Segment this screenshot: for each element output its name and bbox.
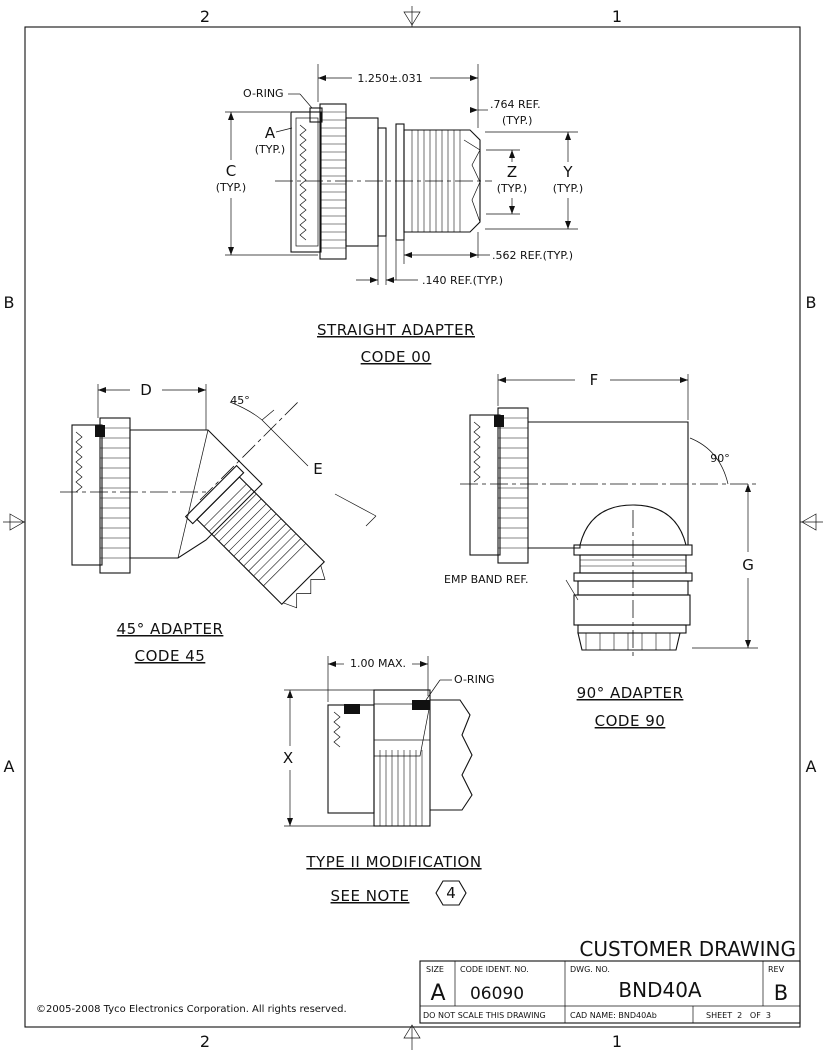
label-d: D xyxy=(140,381,152,399)
zone-top-2: 2 xyxy=(200,7,210,26)
dwg-no-value: BND40A xyxy=(618,978,702,1002)
label-a: A xyxy=(265,124,276,142)
adapter-90-title: 90° ADAPTER xyxy=(577,684,684,702)
dim-764-typ: (TYP.) xyxy=(502,114,532,127)
cad-name: CAD NAME: BND40Ab xyxy=(570,1011,657,1020)
size-label: SIZE xyxy=(426,965,444,974)
label-y: Y xyxy=(562,163,573,181)
label-z: Z xyxy=(507,163,517,181)
straight-adapter-title: STRAIGHT ADAPTER xyxy=(317,321,475,339)
code-ident-label: CODE IDENT. NO. xyxy=(460,965,529,974)
dim-140-ref: .140 REF.(TYP.) xyxy=(422,274,503,287)
type2-drawing xyxy=(284,656,473,827)
do-not-scale: DO NOT SCALE THIS DRAWING xyxy=(423,1011,546,1020)
adapter-45-code: CODE 45 xyxy=(135,647,206,665)
dim-straight-length: 1.250±.031 xyxy=(357,72,422,85)
label-a-typ: (TYP.) xyxy=(255,143,285,156)
oring-label-type2: O-RING xyxy=(454,673,495,686)
size-value: A xyxy=(430,981,445,1006)
type2-title: TYPE II MODIFICATION xyxy=(305,853,481,871)
straight-adapter-drawing xyxy=(225,64,578,285)
zone-right-b: B xyxy=(806,293,817,312)
label-f: F xyxy=(590,371,599,389)
sheet-number: SHEET 2 OF 3 xyxy=(706,1011,771,1020)
zone-left-a: A xyxy=(4,757,15,776)
adapter-45-title: 45° ADAPTER xyxy=(117,620,224,638)
note-number: 4 xyxy=(446,884,456,902)
adapter-90-code: CODE 90 xyxy=(595,712,666,730)
zone-right-a: A xyxy=(806,757,817,776)
customer-drawing-label: CUSTOMER DRAWING xyxy=(579,937,796,961)
label-e: E xyxy=(313,460,322,478)
copyright: ©2005-2008 Tyco Electronics Corporation.… xyxy=(36,1004,347,1015)
zone-bottom-1: 1 xyxy=(612,1032,622,1051)
centering-arrow-top xyxy=(403,6,421,27)
centering-arrow-right xyxy=(800,513,823,531)
label-g: G xyxy=(742,556,754,574)
see-note: SEE NOTE xyxy=(331,887,410,905)
zone-bottom-2: 2 xyxy=(200,1032,210,1051)
dim-562-ref: .562 REF.(TYP.) xyxy=(492,249,573,262)
code-ident-value: 06090 xyxy=(470,984,524,1004)
angle-90: 90° xyxy=(710,452,730,465)
label-y-typ: (TYP.) xyxy=(553,182,583,195)
rev-value: B xyxy=(774,981,788,1005)
zone-top-1: 1 xyxy=(612,7,622,26)
emp-band-ref: EMP BAND REF. xyxy=(444,573,529,586)
note-hexagon xyxy=(435,880,467,906)
adapter-45-drawing xyxy=(60,384,377,609)
adapter-90-drawing xyxy=(460,374,760,660)
dwg-no-label: DWG. NO. xyxy=(570,965,610,974)
rev-label: REV xyxy=(768,965,785,974)
dim-max: 1.00 MAX. xyxy=(350,657,406,670)
centering-arrow-left xyxy=(3,513,25,531)
straight-adapter-code: CODE 00 xyxy=(361,348,432,366)
dim-764-ref: .764 REF. xyxy=(490,98,541,111)
angle-45: 45° xyxy=(230,394,250,407)
zone-left-b: B xyxy=(4,293,15,312)
drawing-border xyxy=(24,26,801,1028)
centering-arrow-bottom xyxy=(403,1024,421,1050)
label-x: X xyxy=(283,749,293,767)
label-c: C xyxy=(226,162,236,180)
label-z-typ: (TYP.) xyxy=(497,182,527,195)
label-c-typ: (TYP.) xyxy=(216,181,246,194)
oring-label-straight: O-RING xyxy=(243,87,284,100)
title-block xyxy=(419,960,801,1024)
